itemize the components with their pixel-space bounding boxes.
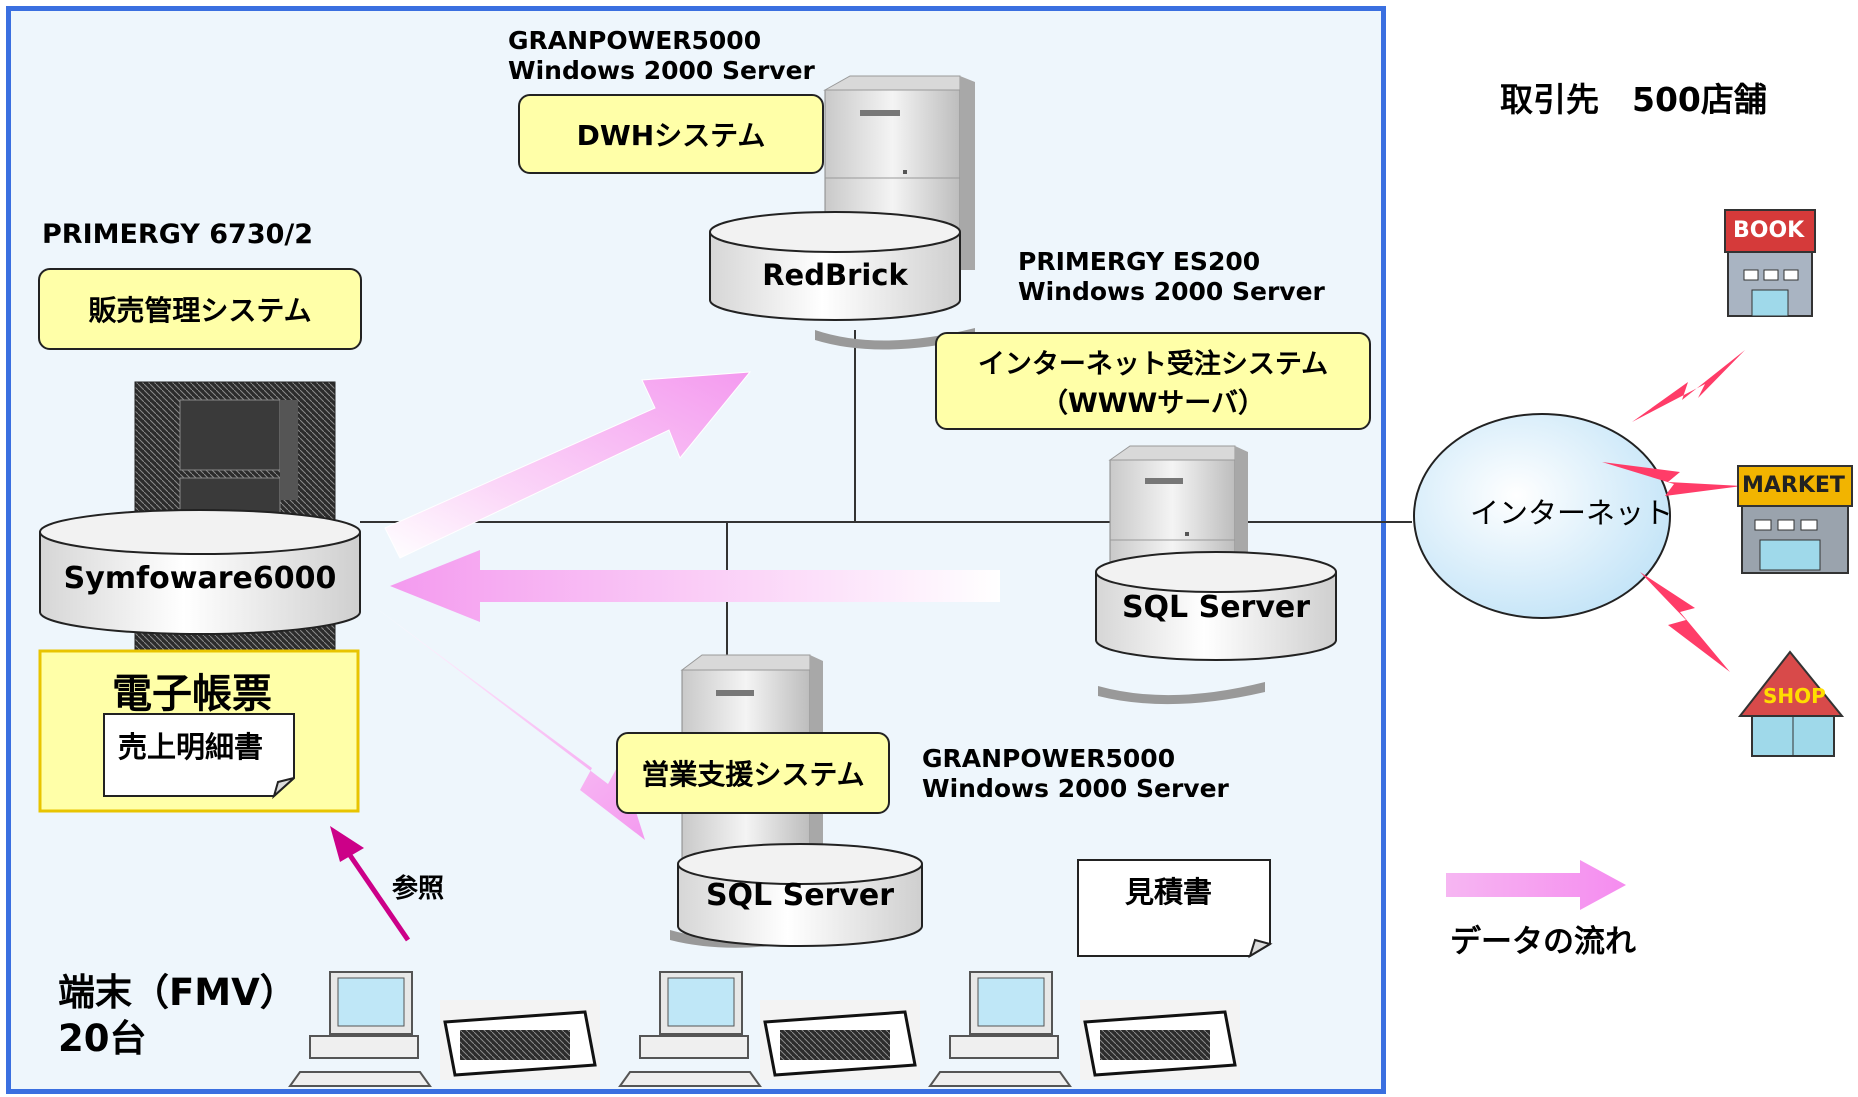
sql-server-web-label: SQL Server <box>1121 590 1311 625</box>
store-icon <box>1737 650 1845 757</box>
flow-arrow-icon <box>390 550 1000 622</box>
partners-label: 取引先 500店舗 <box>1500 80 1767 119</box>
flow-arrow-icon <box>384 371 752 559</box>
support-server-label: GRANPOWER5000 Windows 2000 Server <box>922 744 1229 803</box>
estimate-label: 見積書 <box>1125 875 1213 909</box>
terminals-label: 端末（FMV） 20台 <box>58 971 297 1061</box>
store-sign-market: MARKET <box>1742 473 1845 498</box>
dwh-server-label: GRANPOWER5000 Windows 2000 Server <box>508 26 815 85</box>
sql-server-support-label: SQL Server <box>705 878 895 913</box>
flow-arrow-icon <box>372 605 645 840</box>
database-cylinder-icon <box>39 509 361 635</box>
printer-icon <box>440 1000 600 1080</box>
document-icon <box>1077 859 1273 959</box>
database-cylinder-icon <box>709 211 961 321</box>
redbrick-label: RedBrick <box>762 258 908 292</box>
lightning-icon <box>1632 350 1745 422</box>
sales-system-box: 販売管理システム <box>38 268 362 350</box>
store-icon <box>1737 465 1853 574</box>
dwh-system-box: DWHシステム <box>518 94 824 174</box>
lightning-icon <box>1602 462 1742 496</box>
lightning-icon <box>1640 572 1730 672</box>
store-sign-shop: SHOP <box>1763 684 1826 708</box>
internet-label: インターネット <box>1470 496 1674 530</box>
sales-detail-label: 売上明細書 <box>118 730 264 764</box>
reference-arrow-icon <box>330 826 411 942</box>
database-cylinder-icon <box>677 843 923 947</box>
printer-icon <box>1080 1000 1240 1080</box>
database-cylinder-icon <box>1095 551 1337 661</box>
desktop-pc-icon <box>928 971 1072 1087</box>
symfoware-label: Symfoware6000 <box>63 561 337 596</box>
legend-arrow-icon <box>1446 860 1626 910</box>
internet-order-system-box: インターネット受注システム （WWWサーバ） <box>935 332 1371 430</box>
desktop-pc-icon <box>618 971 762 1087</box>
e-form-title: 電子帳票 <box>112 671 272 717</box>
web-server-label: PRIMERGY ES200 Windows 2000 Server <box>1018 247 1325 306</box>
desktop-pc-icon <box>288 971 432 1087</box>
sales-server-label: PRIMERGY 6730/2 <box>42 219 314 250</box>
store-sign-book: BOOK <box>1733 218 1805 243</box>
document-icon <box>103 713 295 800</box>
support-system-box: 営業支援システム <box>616 732 890 814</box>
internet-cloud-icon <box>1413 413 1671 619</box>
store-icon <box>1724 209 1816 317</box>
printer-icon <box>760 1000 920 1080</box>
reference-label: 参照 <box>392 874 445 904</box>
legend-label: データの流れ <box>1450 924 1636 960</box>
